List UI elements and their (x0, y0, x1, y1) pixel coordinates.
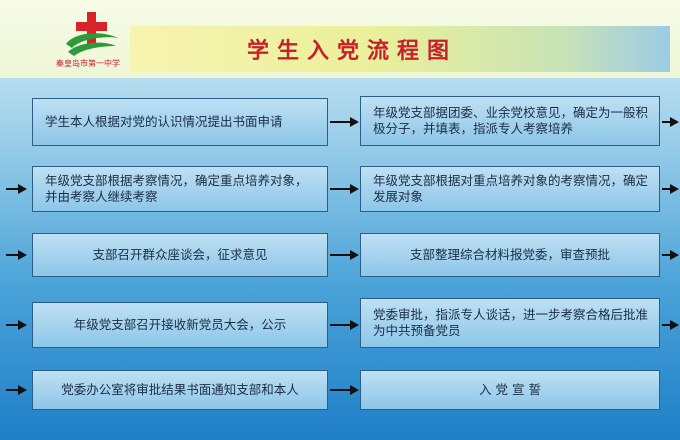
step-box-9: 党委办公室将审批结果书面通知支部和本人 (32, 370, 328, 410)
step-text: 年级党支部根据对重点培养对象的考察情况，确定发展对象 (373, 173, 649, 204)
step-text: 党委审批，指派专人谈话，进一步考察合格后批准为中共预备党员 (373, 307, 649, 338)
step-text: 学生本人根据对党的认识情况提出书面申请 (45, 114, 283, 129)
step-text: 党委办公室将审批结果书面通知支部和本人 (61, 382, 299, 397)
step-text: 年级党支部召开接收新党员大会，公示 (73, 317, 287, 332)
step-text: 入 党 宣 誓 (479, 382, 541, 397)
step-text: 支部整理综合材料报党委，审查预批 (409, 247, 610, 262)
step-box-6: 支部整理综合材料报党委，审查预批 (360, 233, 660, 277)
step-box-10: 入 党 宣 誓 (360, 370, 660, 410)
page-title: 学生入党流程图 (247, 39, 458, 64)
step-box-8: 党委审批，指派专人谈话，进一步考察合格后批准为中共预备党员 (360, 298, 660, 348)
step-text: 年级党支部据团委、业余党校意见，确定为一般积极分子，并填表，指派专人考察培养 (373, 105, 649, 136)
step-box-3: 年级党支部根据考察情况，确定重点培养对象，并由考察人继续考察 (32, 166, 328, 212)
school-name: 秦皇岛市第一中学 (56, 59, 120, 68)
step-box-1: 学生本人根据对党的认识情况提出书面申请 (32, 98, 328, 146)
step-box-2: 年级党支部据团委、业余党校意见，确定为一般积极分子，并填表，指派专人考察培养 (360, 96, 660, 146)
step-box-4: 年级党支部根据对重点培养对象的考察情况，确定发展对象 (360, 166, 660, 212)
school-logo-icon (66, 12, 118, 56)
step-box-5: 支部召开群众座谈会，征求意见 (32, 233, 328, 277)
title-bar (130, 26, 670, 72)
step-text: 年级党支部根据考察情况，确定重点培养对象，并由考察人继续考察 (45, 173, 308, 204)
step-box-7: 年级党支部召开接收新党员大会，公示 (32, 302, 328, 348)
step-text: 支部召开群众座谈会，征求意见 (92, 247, 268, 262)
